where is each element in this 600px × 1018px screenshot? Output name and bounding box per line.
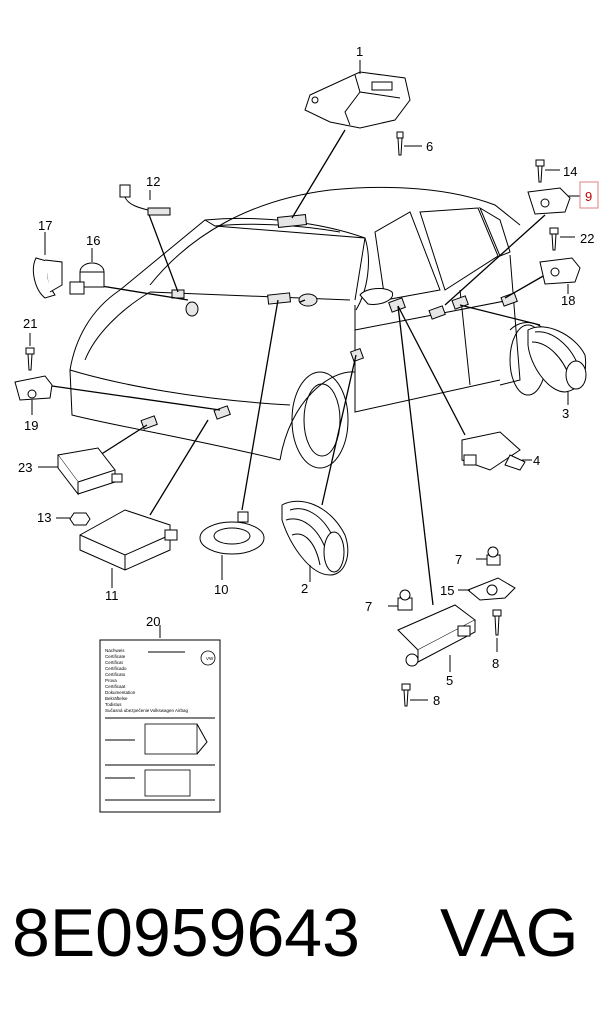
part-11-airbag-control-unit xyxy=(79,509,178,588)
callout-13: 13 xyxy=(37,510,51,525)
callout-8-lower: 8 xyxy=(433,693,440,708)
callout-17: 17 xyxy=(38,218,52,233)
callout-4: 4 xyxy=(533,453,540,468)
vw-logo: VW xyxy=(206,656,214,661)
part-9-crash-sensor[interactable] xyxy=(527,187,580,215)
doc-line: Sučasná ubezpečenie xyxy=(105,708,150,713)
doc-line: Certificado xyxy=(105,666,127,671)
leader-lines xyxy=(44,129,546,606)
part-8-screw-lower xyxy=(401,683,428,707)
callout-9[interactable]: 9 xyxy=(585,189,592,204)
callout-9-highlight-box xyxy=(579,181,599,209)
part-16-sensor xyxy=(69,248,105,295)
parts-diagram: VW 1 2 3 4 5 6 7 7 8 8 9 10 11 12 13 14 … xyxy=(14,44,599,813)
callout-labels: 1 2 3 4 5 6 7 7 8 8 9 10 11 12 13 14 15 … xyxy=(18,44,599,708)
callout-22: 22 xyxy=(580,231,594,246)
car-markers xyxy=(140,214,518,430)
callout-8-upper: 8 xyxy=(492,656,499,671)
callout-3: 3 xyxy=(562,406,569,421)
part-12-wiring-connector xyxy=(119,184,171,216)
part-5-side-sensor xyxy=(397,604,476,672)
doc-line: Dokumentation xyxy=(105,690,136,695)
callout-7-upper: 7 xyxy=(455,552,462,567)
part-15-bracket xyxy=(458,577,516,601)
doc-line: Nachweis xyxy=(105,648,125,653)
callout-18: 18 xyxy=(561,293,575,308)
part-4-sensor-module xyxy=(461,431,532,471)
doc-footer-line: Volkswagen Airbag xyxy=(150,708,189,713)
part-3-bellows xyxy=(527,326,587,405)
part-10-clock-spring xyxy=(199,511,265,580)
part-14-screw xyxy=(535,159,560,183)
brand-name: VAG xyxy=(440,895,579,971)
doc-line: Certificat xyxy=(105,660,124,665)
doc-line: Certificate xyxy=(105,654,126,659)
part-13-nut xyxy=(56,512,91,526)
part-23-control-unit xyxy=(38,447,123,496)
callout-19: 19 xyxy=(24,418,38,433)
part-20-certificate: VW xyxy=(99,625,221,813)
callout-15: 15 xyxy=(440,583,454,598)
callout-5: 5 xyxy=(446,673,453,688)
part-19-crash-sensor xyxy=(14,375,53,415)
part-2-bellows xyxy=(281,500,349,582)
callout-16: 16 xyxy=(86,233,100,248)
doc-line: Todistus xyxy=(105,702,122,707)
part-7-clip-lower xyxy=(388,589,413,611)
callout-14: 14 xyxy=(563,164,577,179)
part-footer: 8E0959643 VAG xyxy=(0,888,600,998)
callout-21: 21 xyxy=(23,316,37,331)
callout-20: 20 xyxy=(146,614,160,629)
certificate-text: Nachweis Certificate Certificat Certific… xyxy=(105,648,189,713)
callout-12: 12 xyxy=(146,174,160,189)
part-21-screw xyxy=(25,333,35,371)
part-6-screw xyxy=(396,131,422,156)
doc-line: Certificaat xyxy=(105,684,126,689)
callout-7-lower: 7 xyxy=(365,599,372,614)
part-18-crash-sensor xyxy=(539,257,581,294)
callout-10: 10 xyxy=(214,582,228,597)
part-number: 8E0959643 xyxy=(12,895,360,971)
part-22-screw xyxy=(549,227,575,251)
doc-line: Bekräftelse xyxy=(105,696,128,701)
callout-23: 23 xyxy=(18,460,32,475)
part-1-airbag-module xyxy=(304,60,411,129)
callout-2: 2 xyxy=(301,581,308,596)
part-8-screw-upper xyxy=(492,609,502,652)
part-7-clip-upper xyxy=(476,546,501,566)
car-outline xyxy=(69,186,547,469)
callout-11: 11 xyxy=(105,588,119,603)
part-17-bracket xyxy=(32,232,63,299)
doc-line: Certificato xyxy=(105,672,126,677)
callout-1: 1 xyxy=(356,44,363,59)
callout-6: 6 xyxy=(426,139,433,154)
doc-line: Prova xyxy=(105,678,117,683)
